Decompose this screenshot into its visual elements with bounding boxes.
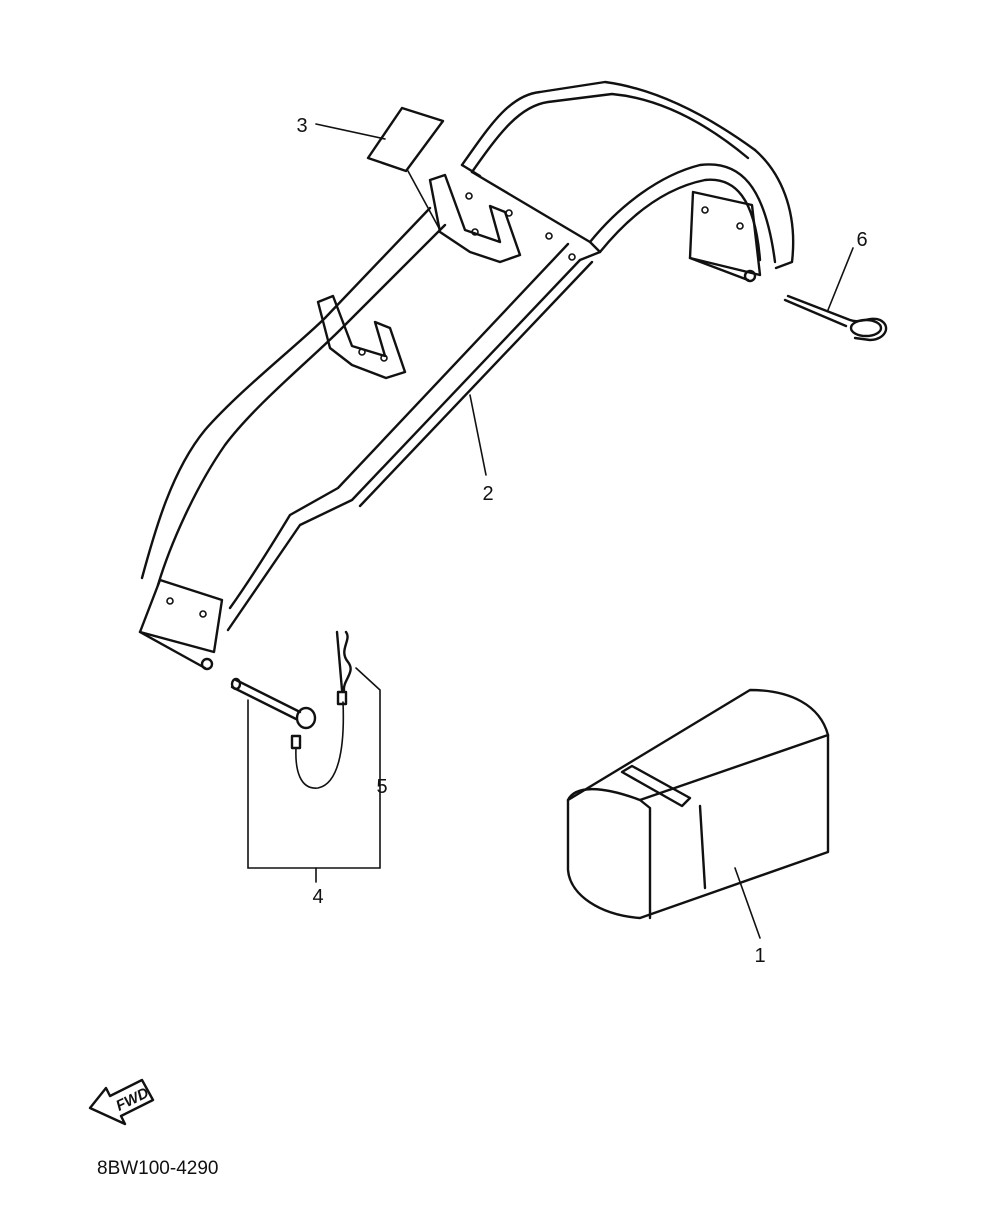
box-part <box>566 688 830 920</box>
leader-lines <box>247 123 854 939</box>
diagram-code: 8BW100-4290 <box>97 1158 218 1179</box>
fwd-arrow-icon: FWD <box>88 1078 155 1126</box>
carrier-frame-part <box>138 80 795 671</box>
lock-pin-part <box>230 677 345 789</box>
callout-3: 3 <box>296 115 307 137</box>
callout-5: 5 <box>376 776 387 798</box>
label-sticker-part <box>366 106 445 173</box>
callout-2: 2 <box>482 483 493 505</box>
r-clip-part <box>335 630 352 706</box>
callout-4: 4 <box>312 886 323 908</box>
callout-1: 1 <box>754 945 765 967</box>
callout-6: 6 <box>856 229 867 251</box>
pin-part <box>783 294 888 342</box>
